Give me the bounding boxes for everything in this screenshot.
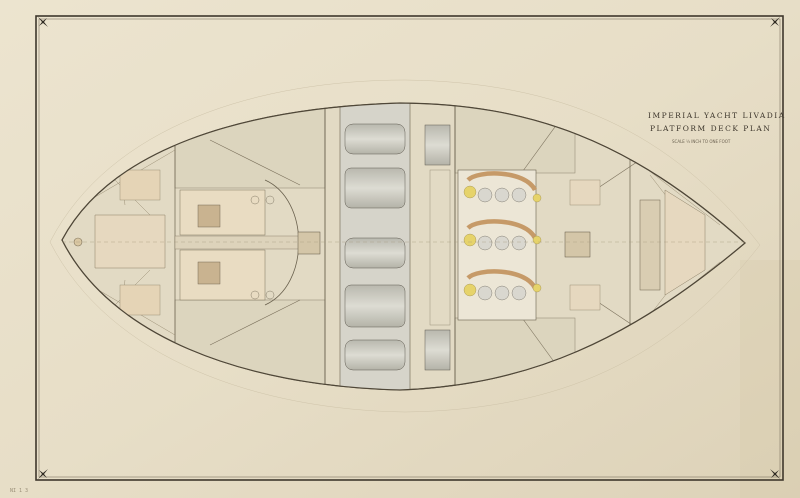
boiler-drum bbox=[344, 123, 406, 155]
boiler-drum bbox=[344, 167, 406, 209]
engine-room-stbd bbox=[179, 249, 266, 301]
boiler-drum bbox=[344, 339, 406, 371]
pump bbox=[265, 195, 275, 205]
aft-store-port bbox=[569, 179, 601, 206]
engine-unit-1 bbox=[463, 171, 542, 203]
bulkhead-diagonal bbox=[209, 299, 301, 346]
pump bbox=[250, 290, 260, 300]
shaft-passage bbox=[174, 235, 301, 250]
engine-room-port bbox=[179, 189, 266, 236]
sheet-code: NI 1 3 bbox=[10, 488, 28, 494]
bulkhead-diagonal bbox=[209, 139, 301, 186]
side-tank bbox=[424, 124, 451, 166]
bulkhead-diagonal bbox=[519, 119, 561, 176]
bow-cabins bbox=[94, 214, 166, 269]
paper-stain bbox=[740, 260, 800, 498]
boiler-drum bbox=[344, 237, 406, 269]
machinery-block bbox=[197, 261, 221, 285]
sheet-border-outer bbox=[35, 15, 784, 481]
side-column bbox=[429, 169, 451, 326]
boiler-drum bbox=[344, 284, 406, 328]
stern-cabins bbox=[664, 189, 706, 296]
stern-tank bbox=[639, 199, 661, 291]
scale-note: SCALE ¼ INCH TO ONE FOOT bbox=[672, 139, 731, 144]
engine-unit-3 bbox=[463, 269, 542, 301]
title-block: IMPERIAL YACHT LIVADIA PLATFORM DECK PLA… bbox=[648, 111, 786, 144]
hull-outline-stroke bbox=[61, 102, 746, 391]
corner-ornament-icon bbox=[38, 17, 780, 479]
pump bbox=[265, 290, 275, 300]
machinery-block bbox=[197, 204, 221, 228]
aft-machinery bbox=[564, 231, 591, 258]
pump bbox=[250, 195, 260, 205]
bow-store-stbd bbox=[119, 284, 161, 316]
bow-store-port bbox=[119, 169, 161, 201]
engine-unit-2 bbox=[463, 219, 542, 251]
aft-store-stbd bbox=[569, 284, 601, 311]
sheet-border-inner bbox=[38, 18, 781, 478]
central-engine bbox=[297, 231, 321, 255]
side-tank bbox=[424, 329, 451, 371]
hull-plan bbox=[61, 102, 746, 391]
drawing-title: IMPERIAL YACHT LIVADIA bbox=[648, 111, 786, 120]
drawing-subtitle: PLATFORM DECK PLAN bbox=[650, 124, 771, 133]
